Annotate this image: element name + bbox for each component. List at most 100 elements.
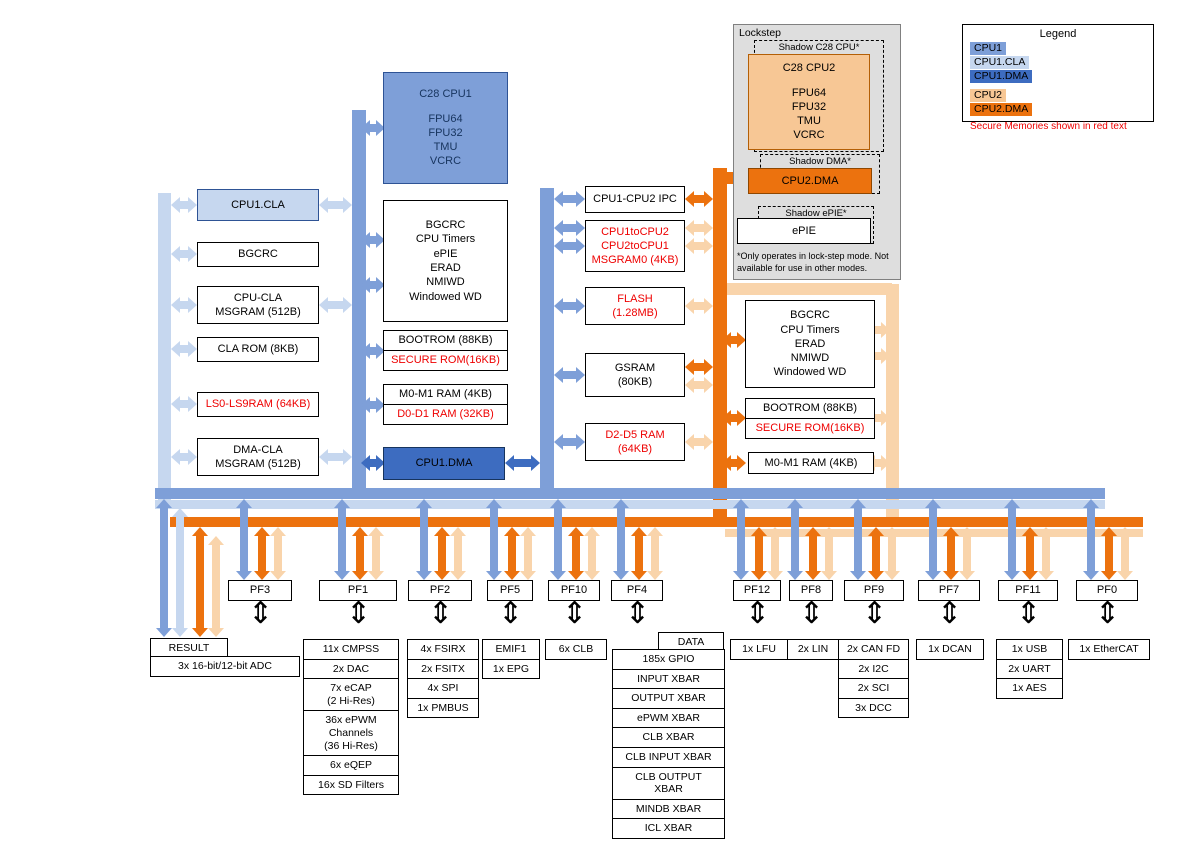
bus-arrow	[631, 527, 647, 580]
bus-arrow	[554, 220, 585, 236]
legend-title: Legend	[1039, 28, 1077, 40]
list-item: 3x DCC	[838, 697, 909, 719]
cpu1-features: FPU64 FPU32 TMU VCRC	[428, 112, 463, 168]
list-item: 1x AES	[996, 678, 1063, 699]
updown-arrow-icon: ⇕	[428, 597, 454, 630]
cpu2-sys-block: BGCRC CPU Timers ERAD NMIWD Windowed WD	[745, 300, 875, 388]
list-item: 185x GPIO	[612, 649, 725, 670]
bus-arrow	[361, 343, 385, 359]
frame-pf3: PF3	[228, 580, 292, 601]
bus-vertical-center	[540, 188, 554, 499]
bus-vertical-cpu1	[352, 110, 366, 499]
updown-arrow-icon: ⇕	[1016, 597, 1042, 630]
list-item: OUTPUT XBAR	[612, 688, 725, 709]
bus-arrow	[925, 499, 941, 580]
updown-arrow-icon: ⇕	[562, 597, 588, 630]
d0d1-ram-block: D0-D1 RAM (32KB)	[383, 404, 508, 425]
frame-pf9: PF9	[844, 580, 904, 601]
bus-arrow	[361, 120, 385, 136]
bus-arrow	[319, 197, 352, 213]
list-item: 1x EPG	[482, 658, 540, 680]
bus-arrow	[1117, 527, 1133, 580]
bus-arrow	[685, 359, 713, 375]
bus-vertical-cpu2	[713, 168, 727, 527]
bootrom2-block: BOOTROM (88KB)	[745, 398, 875, 419]
d2d5-ram-block: D2-D5 RAM (64KB)	[585, 423, 685, 461]
bus-arrow	[505, 455, 540, 471]
bus-arrow	[270, 527, 286, 580]
legend-row: CPU1.DMA	[970, 70, 1146, 83]
ls-ram-block: LS0-LS9RAM (64KB)	[197, 392, 319, 417]
epie-block: ePIE	[737, 218, 871, 244]
cpu2-dma-block: CPU2.DMA	[748, 168, 872, 194]
updown-arrow-icon: ⇕	[937, 597, 963, 630]
frame-pf12: PF12	[733, 580, 781, 601]
bus-arrow	[751, 527, 767, 580]
bus-arrow	[1038, 527, 1054, 580]
bus-arrow	[647, 527, 663, 580]
legend-row: CPU1.CLA	[970, 56, 1146, 69]
bus-arrow	[192, 527, 208, 637]
cpu1-cla-block: CPU1.CLA	[197, 189, 319, 221]
legend-swatch-cpu2: CPU2	[970, 89, 1007, 102]
bus-arrow	[361, 455, 385, 471]
list-item: EMIF1	[482, 639, 540, 660]
bus-arrow	[171, 297, 197, 313]
bus-arrow	[254, 527, 270, 580]
bus-arrow	[208, 536, 224, 637]
cpu2-features: FPU64 FPU32 TMU VCRC	[791, 86, 827, 142]
cpu2-block: C28 CPU2 FPU64 FPU32 TMU VCRC	[748, 54, 870, 150]
bus-arrow	[172, 508, 188, 637]
legend: Legend CPU1 CPU1.CLA CPU1.DMA CPU2 CPU2.…	[962, 24, 1154, 132]
frame-pf2: PF2	[408, 580, 472, 601]
bus-lockstep-connector	[720, 283, 892, 295]
bus-arrow	[236, 499, 252, 580]
shadow-dma-label: Shadow DMA*	[789, 156, 851, 167]
bus-arrow	[568, 527, 584, 580]
frame-pf7: PF7	[918, 580, 980, 601]
list-item: 1x EtherCAT	[1068, 639, 1150, 660]
bus-arrow	[504, 527, 520, 580]
shadow-epie-label: Shadow ePIE*	[785, 208, 847, 219]
cpu1-sys-block: BGCRC CPU Timers ePIE ERAD NMIWD Windowe…	[383, 200, 508, 322]
bus-arrow	[171, 197, 197, 213]
bus-arrow	[361, 277, 385, 293]
bus-arrow	[156, 499, 172, 637]
list-item: 3x 16-bit/12-bit ADC	[150, 656, 300, 677]
bus-arrow	[554, 434, 585, 450]
list-item: 6x eQEP	[303, 755, 399, 776]
peripheral-stack-pf3: 3x 16-bit/12-bit ADC	[150, 656, 300, 677]
list-item: 2x SCI	[838, 678, 909, 699]
bus-arrow	[866, 322, 890, 338]
list-item: 36x ePWM Channels (36 Hi-Res)	[303, 710, 399, 757]
shadow-cpu-label: Shadow C28 CPU*	[778, 42, 860, 53]
list-item: 1x USB	[996, 639, 1063, 660]
updown-arrow-icon: ⇕	[346, 597, 372, 630]
bus-arrow	[368, 527, 384, 580]
bus-arrow	[943, 527, 959, 580]
frame-pf8: PF8	[789, 580, 833, 601]
list-item: ePWM XBAR	[612, 707, 725, 729]
cpu1-block: C28 CPU1 FPU64 FPU32 TMU VCRC	[383, 72, 508, 184]
bus-arrow	[416, 499, 432, 580]
legend-swatch-cpu1-cla: CPU1.CLA	[970, 56, 1030, 69]
bus-arrow	[959, 527, 975, 580]
bus-arrow	[1022, 527, 1038, 580]
list-item: 4x FSIRX	[407, 639, 479, 660]
bus-arrow	[866, 348, 890, 364]
bus-arrow	[821, 527, 837, 580]
peripheral-stack-pf10: 6x CLB	[545, 639, 607, 660]
bus-arrow	[171, 396, 197, 412]
list-item: 2x FSITX	[407, 658, 479, 680]
bus-vertical-cla	[158, 193, 171, 508]
bus-arrow	[866, 410, 890, 426]
list-item: INPUT XBAR	[612, 668, 725, 690]
bus-arrow	[1004, 499, 1020, 580]
bus-arrow	[520, 527, 536, 580]
list-item: 1x LFU	[730, 639, 788, 660]
list-item: 2x LIN	[787, 639, 839, 660]
list-item: CLB XBAR	[612, 727, 725, 748]
